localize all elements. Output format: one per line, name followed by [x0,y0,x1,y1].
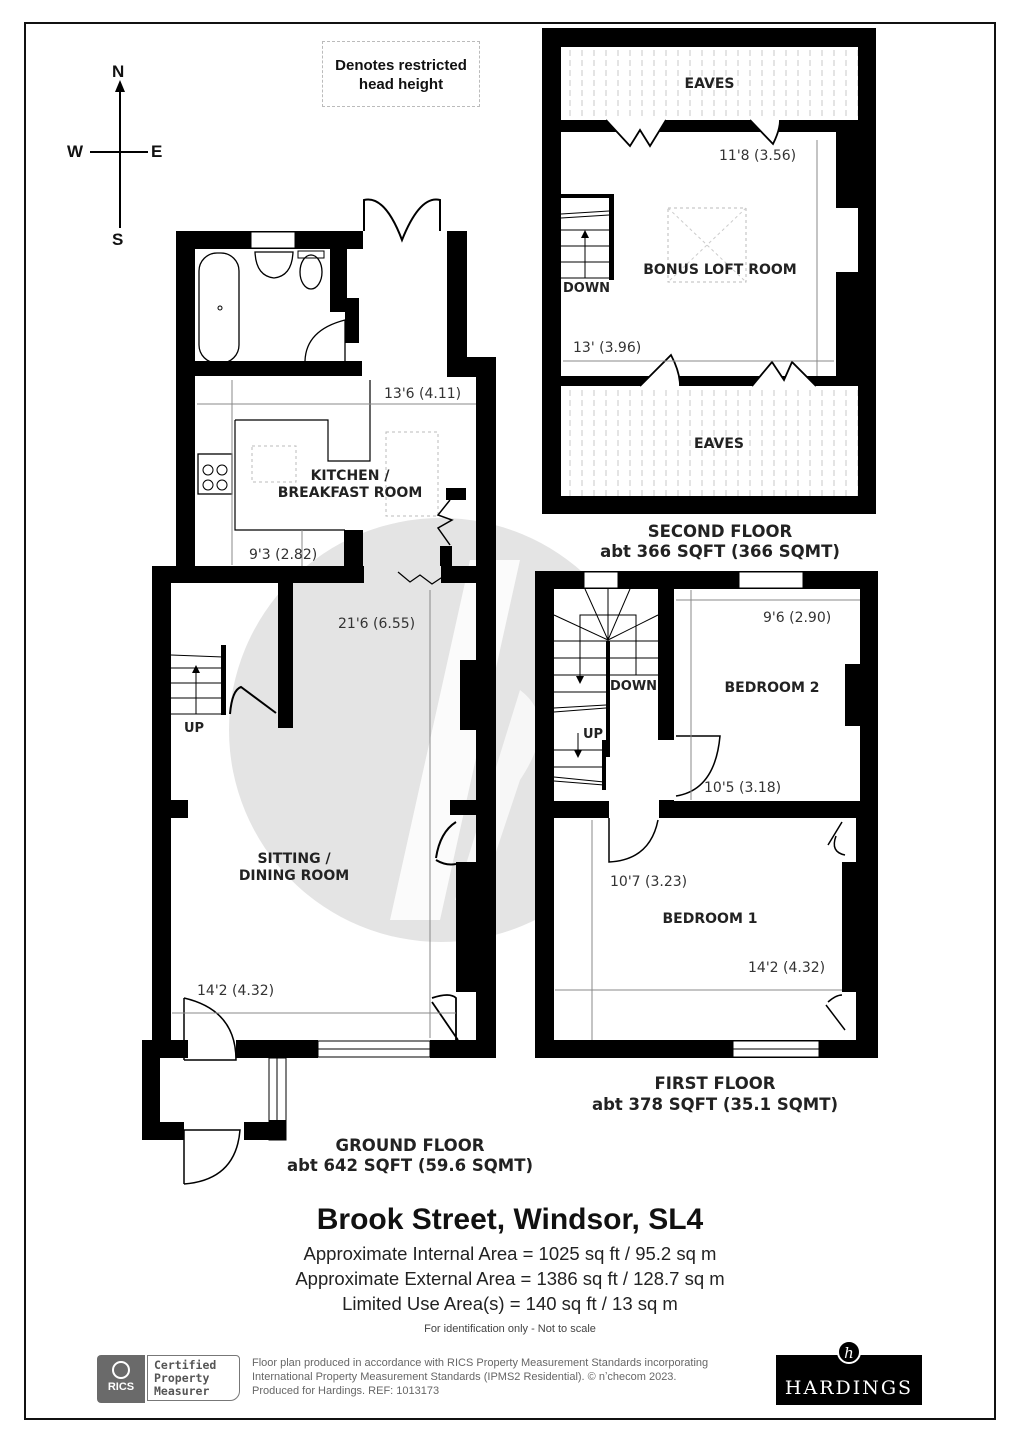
ground-floor-title: GROUND FLOOR [335,1136,485,1155]
eaves-top-label: EAVES [684,76,735,92]
limited-use-area: Limited Use Area(s) = 140 sq ft / 13 sq … [342,1293,678,1314]
compass-rose [90,80,148,228]
rics-lion-icon [112,1361,130,1379]
rics-certification-badge: RICS Certified Property Measurer [97,1355,242,1403]
restricted-head-height-legend: Denotes restricted head height [322,41,480,107]
rics-logo: RICS [97,1355,145,1403]
rics-logo-text: RICS [107,1381,135,1393]
rics-cert-line1: Certified [154,1358,217,1372]
external-area: Approximate External Area = 1386 sq ft /… [295,1268,725,1289]
first-floor-area: abt 378 SQFT (35.1 SQMT) [591,1095,839,1114]
bedroom1-label: BEDROOM 1 [662,911,758,927]
rics-cert-line2: Property [154,1371,210,1385]
legend-text-line1: Denotes restricted [335,57,467,74]
page-border [24,22,996,1420]
legend-text-line2: head height [358,76,444,93]
disclaimer-line2: International Property Measurement Stand… [252,1371,677,1383]
kitchen-depth-dimension: 9'3 (2.82) [249,547,318,563]
bedroom2-label: BEDROOM 2 [724,680,820,696]
kitchen-width-dimension: 13'6 (4.11) [384,386,462,402]
floor-plan-disclaimer: Floor plan produced in accordance with R… [252,1356,772,1398]
sitting-label-line1: SITTING / [257,851,331,867]
compass-west: W [67,142,84,161]
eaves-bottom-label: EAVES [694,436,744,452]
bedroom2-depth-dimension: 10'5 (3.18) [704,780,782,796]
disclaimer-line1: Floor plan produced in accordance with R… [252,1357,709,1369]
second-floor-title: SECOND FLOOR [647,522,793,541]
bonus-loft-room-label: BONUS LOFT ROOM [643,262,797,278]
ground-stairs-up-label: UP [184,721,205,736]
kitchen-label-line2: BREAKFAST ROOM [277,485,423,501]
loft-stairs-down-label: DOWN [563,281,611,296]
sitting-label-line2: DINING ROOM [238,868,350,884]
property-address-title: Brook Street, Windsor, SL4 [316,1203,704,1236]
compass-south: S [112,230,124,249]
rics-certified-text: Certified Property Measurer [147,1355,240,1401]
second-floor-plan [542,28,876,514]
first-stairs-down-label: DOWN [610,679,658,694]
sitting-width-dimension: 14'2 (4.32) [197,983,275,999]
loft-depth-dimension: 11'8 (3.56) [719,148,797,164]
compass-north: N [112,62,125,81]
first-stairs-up-label: UP [583,727,604,742]
bedroom1-depth-dimension: 10'7 (3.23) [610,874,688,890]
internal-area: Approximate Internal Area = 1025 sq ft /… [303,1243,717,1264]
scale-disclaimer: For identification only - Not to scale [424,1323,596,1335]
loft-width-dimension: 13' (3.96) [573,340,642,356]
kitchen-label-line1: KITCHEN / [310,468,390,484]
compass-east: E [151,142,163,161]
ground-floor-area: abt 642 SQFT (59.6 SQMT) [286,1156,534,1175]
sitting-depth-dimension: 21'6 (6.55) [338,616,416,632]
disclaimer-line3: Produced for Hardings. REF: 1013173 [252,1385,440,1397]
bedroom2-width-dimension: 9'6 (2.90) [763,610,832,626]
second-floor-area: abt 366 SQFT (366 SQMT) [600,542,840,561]
first-floor-plan [535,571,878,1058]
first-floor-title: FIRST FLOOR [654,1074,776,1093]
rics-cert-line3: Measurer [154,1384,210,1398]
bedroom1-width-dimension: 14'2 (4.32) [748,960,826,976]
hardings-h-icon: h [837,1340,861,1364]
ground-floor-plan [142,198,496,1185]
